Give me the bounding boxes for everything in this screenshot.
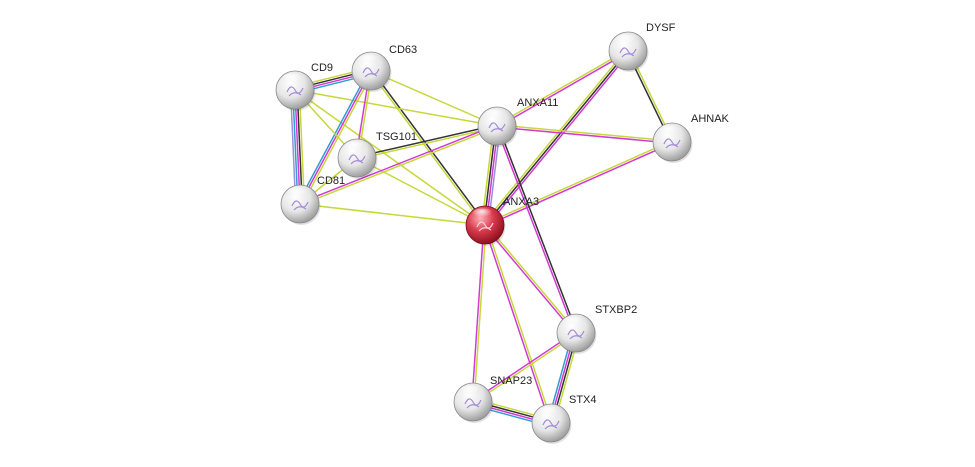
node-label-cd9: CD9 [311,62,333,74]
edge-anxa3-stx4[interactable] [483,224,553,424]
protein-structure-icon [464,398,482,409]
node-ahnak[interactable]: AHNAK [652,113,730,163]
edge-line-textmining [485,223,578,333]
protein-structure-icon [348,154,366,165]
edge-line-textmining [356,157,486,226]
node-gloss [459,385,483,398]
node-label-snap23: SNAP23 [490,375,532,387]
edge-anxa3-dysf[interactable] [482,49,631,227]
edge-anxa3-cd81[interactable] [299,203,486,226]
edge-line-coexpression [371,69,487,225]
node-dysf[interactable]: DYSF [608,22,676,72]
edge-anxa11-stxbp2[interactable] [495,125,578,334]
node-cd81[interactable]: CD81 [280,175,345,225]
protein-structure-icon [619,47,637,58]
edge-line-textmining [300,126,498,206]
edge-line-textmining [294,89,486,226]
node-gloss [483,109,507,122]
node-cd63[interactable]: CD63 [351,44,417,92]
edge-line-textmining [298,89,306,204]
node-gloss [537,406,561,419]
node-tsg101[interactable]: TSG101 [337,131,417,179]
edge-line-textmining [482,49,627,225]
edge-line-textmining [497,124,673,142]
edge-line-coexpression [497,125,578,333]
edge-anxa3-cd9[interactable] [294,89,486,226]
edge-anxa3-tsg101[interactable] [356,157,486,226]
node-label-anxa11: ANXA11 [517,97,558,109]
edge-anxa3-cd63[interactable] [369,69,487,227]
edge-line-textmining [301,71,374,206]
edge-line-textmining [496,49,628,126]
node-gloss [614,34,638,47]
node-label-tsg101: TSG101 [376,131,417,143]
edge-anxa11-cd81[interactable] [299,124,498,206]
node-gloss [281,73,305,86]
edge-line-textmining [485,224,553,423]
edge-line-experimental [496,126,672,144]
edge-anxa11-cd9[interactable] [294,89,498,127]
edge-cd63-cd81[interactable] [297,69,374,206]
edge-line-experimental [471,331,576,402]
node-label-stxbp2: STXBP2 [595,304,637,316]
edge-line-experimental [485,142,673,227]
edge-anxa11-cd63[interactable] [370,70,498,127]
edge-line-textmining [369,71,485,227]
edge-line-experimental [299,70,372,205]
protein-structure-icon [476,221,494,232]
edge-line-database [297,69,370,204]
edge-line-coexpression [484,50,629,226]
protein-structure-icon [291,200,309,211]
node-label-ahnak: AHNAK [691,113,730,125]
edge-anxa3-snap23[interactable] [471,224,487,403]
protein-structure-icon [488,122,506,133]
node-gloss [471,208,495,221]
edge-stxbp2-snap23[interactable] [471,331,578,404]
edge-line-experimental [483,225,576,335]
node-anxa3[interactable]: ANXA3 [465,196,539,246]
edge-anxa3-ahnak[interactable] [484,140,673,227]
node-label-cd63: CD63 [389,44,417,56]
node-snap23[interactable]: SNAP23 [453,375,532,423]
edge-line-experimental [486,51,631,227]
edge-line-homology [289,90,297,205]
node-stxbp2[interactable]: STXBP2 [556,304,637,354]
node-label-stx4: STX4 [569,394,597,406]
node-stx4[interactable]: STX4 [531,394,597,444]
edge-line-textmining [299,203,486,226]
node-gloss [658,125,682,138]
edge-line-experimental [471,224,485,402]
node-gloss [562,316,586,329]
protein-structure-icon [542,419,560,430]
node-gloss [343,141,367,154]
node-anxa11[interactable]: ANXA11 [477,97,558,147]
edge-anxa11-dysf[interactable] [496,49,629,128]
node-cd9[interactable]: CD9 [275,62,333,111]
edge-anxa11-ahnak[interactable] [496,124,673,144]
protein-structure-icon [663,138,681,149]
node-gloss [357,54,381,67]
node-label-anxa3: ANXA3 [503,196,539,208]
edge-anxa11-tsg101[interactable] [356,124,498,160]
edge-line-textmining [294,89,498,127]
edge-line-textmining [473,225,487,403]
edge-anxa3-stxbp2[interactable] [483,223,578,335]
edge-line-textmining [473,333,578,404]
edge-line-textmining [484,140,672,225]
protein-structure-icon [567,329,585,340]
node-gloss [286,187,310,200]
node-label-dysf: DYSF [646,22,676,34]
edge-line-coexpression [356,124,497,158]
node-label-cd81: CD81 [317,175,345,187]
edge-line-textmining [357,126,498,160]
edge-line-experimental [483,225,551,424]
edge-line-experimental [299,124,497,204]
protein-structure-icon [286,86,304,97]
protein-structure-icon [362,67,380,78]
edge-line-textmining [370,70,498,127]
edge-line-experimental [497,51,629,128]
edge-line-experimental [495,126,576,334]
